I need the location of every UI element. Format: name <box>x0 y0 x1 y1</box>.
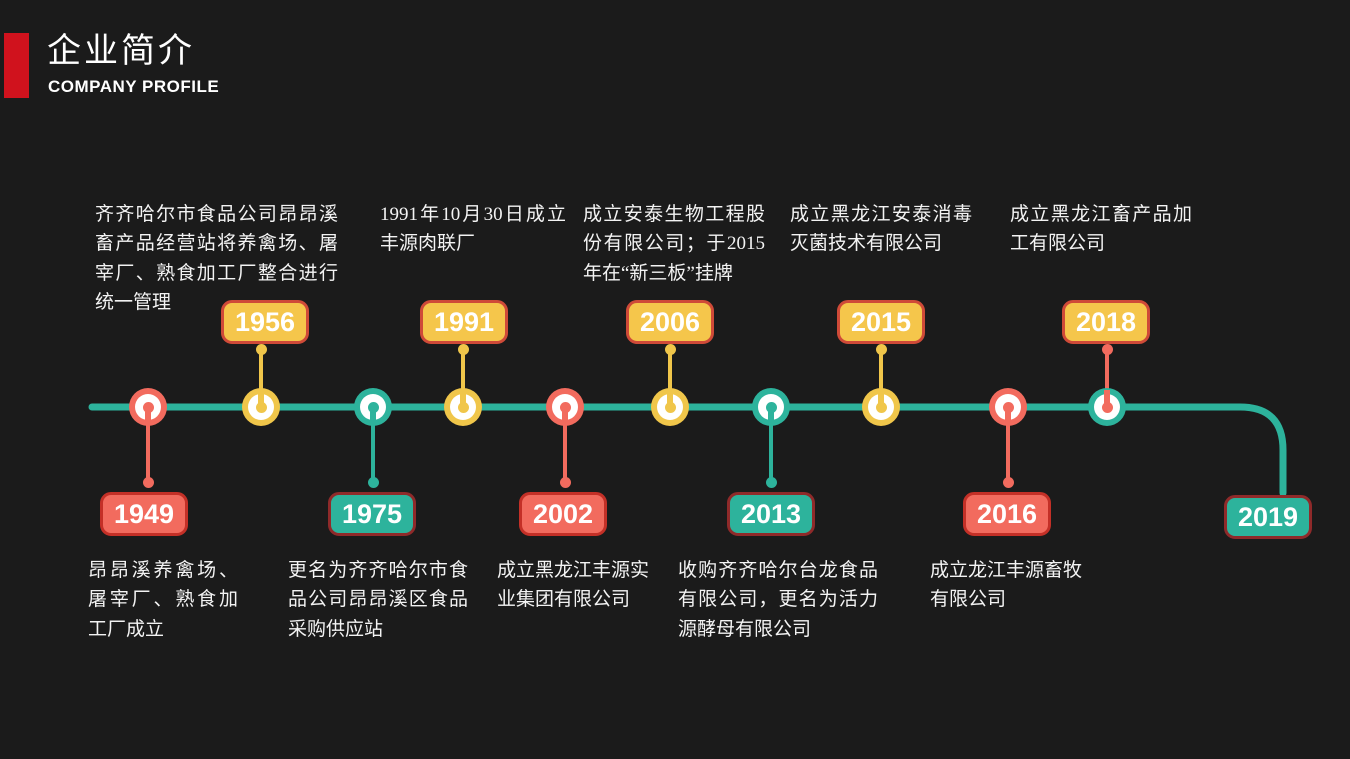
milestone-description-1991: 1991年10月30日成立丰源肉联厂 <box>380 204 566 255</box>
connector-2015 <box>875 344 887 390</box>
connector-2018 <box>1101 344 1113 390</box>
year-badge-1956: 1956 <box>221 300 309 344</box>
year-badge-1975: 1975 <box>328 492 416 536</box>
connector-1956 <box>255 344 267 390</box>
milestone-description-2013: 收购齐齐哈尔台龙食品有限公司，更名为活力源酵母有限公司 <box>678 560 878 640</box>
connector-1975 <box>367 424 379 488</box>
connector-2006 <box>664 344 676 390</box>
year-label: 2013 <box>740 498 802 529</box>
milestone-description-2016: 成立龙江丰源畜牧有限公司 <box>930 560 1083 611</box>
year-badge-1991: 1991 <box>420 300 508 344</box>
year-badge-2002: 2002 <box>519 492 607 536</box>
year-label: 1991 <box>433 306 495 337</box>
year-label: 1949 <box>113 498 175 529</box>
milestone-description-1956: 齐齐哈尔市食品公司昂昂溪畜产品经营站将养禽场、屠宰厂、熟食加工厂整合进行统一管理 <box>95 204 338 314</box>
timeline-node-icon-2006 <box>651 388 689 426</box>
page-title: 企业简介 <box>47 32 195 70</box>
connector-2016 <box>1002 424 1014 488</box>
connector-2013 <box>765 424 777 488</box>
title-accent-bar <box>4 33 29 98</box>
year-badge-2016: 2016 <box>963 492 1051 536</box>
year-label: 2018 <box>1075 306 1137 337</box>
year-label: 2019 <box>1237 501 1299 532</box>
timeline-node-icon-1956 <box>242 388 280 426</box>
timeline-node-icon-2013 <box>752 388 790 426</box>
milestone-description-2018: 成立黑龙江畜产品加工有限公司 <box>1010 204 1192 255</box>
milestone-description-2015: 成立黑龙江安泰消毒灭菌技术有限公司 <box>790 204 972 255</box>
year-label: 2002 <box>532 498 594 529</box>
milestone-description-1949: 昂昂溪养禽场、屠宰厂、熟食加工厂成立 <box>88 560 238 640</box>
year-label: 2015 <box>850 306 912 337</box>
timeline-node-icon-1949 <box>129 388 167 426</box>
milestone-description-2002: 成立黑龙江丰源实业集团有限公司 <box>497 560 650 611</box>
connector-1991 <box>457 344 469 390</box>
milestone-description-2006: 成立安泰生物工程股份有限公司；于2015年在“新三板”挂牌 <box>583 204 765 284</box>
timeline-node-icon-1991 <box>444 388 482 426</box>
timeline-node-icon-1975 <box>354 388 392 426</box>
timeline-node-icon-2016 <box>989 388 1027 426</box>
year-label: 1956 <box>234 306 296 337</box>
year-badge-1949: 1949 <box>100 492 188 536</box>
year-badge-2006: 2006 <box>626 300 714 344</box>
year-badge-2015: 2015 <box>837 300 925 344</box>
timeline-node-icon-2002 <box>546 388 584 426</box>
year-badge-2018: 2018 <box>1062 300 1150 344</box>
connector-1949 <box>142 424 154 488</box>
year-label: 2016 <box>976 498 1038 529</box>
year-badge-2019: 2019 <box>1224 495 1312 539</box>
connector-2002 <box>559 424 571 488</box>
year-label: 1975 <box>341 498 403 529</box>
year-badge-2013: 2013 <box>727 492 815 536</box>
milestone-description-1975: 更名为齐齐哈尔市食品公司昂昂溪区食品采购供应站 <box>288 560 468 640</box>
year-label: 2006 <box>639 306 701 337</box>
timeline-node-icon-2015 <box>862 388 900 426</box>
timeline-node-icon-2018 <box>1088 388 1126 426</box>
page-subtitle: COMPANY PROFILE <box>48 77 220 96</box>
